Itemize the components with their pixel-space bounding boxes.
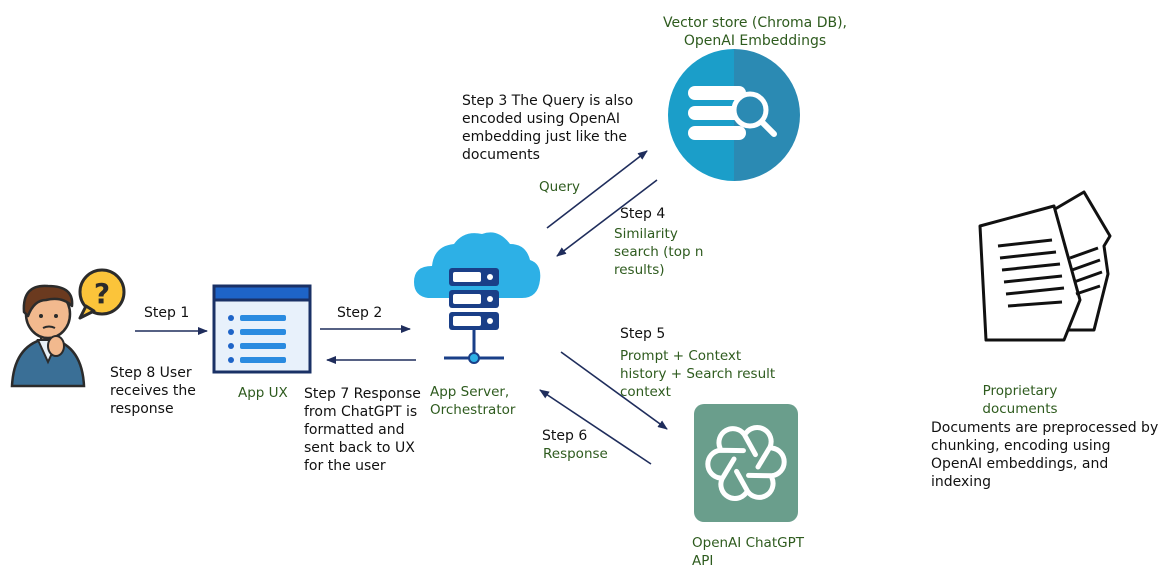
arrow-step4-results [556,179,658,257]
documents-label: Proprietary documents [982,383,1058,417]
step4-text: Step 4 [620,206,666,222]
chatgpt-label: OpenAI ChatGPT API [692,535,804,569]
openai-logo-icon [694,404,798,522]
step6-text: Step 6 [542,428,588,444]
step7-text: Step 7 Response from ChatGPT is formatte… [304,386,421,474]
step5-prompt-label: Prompt + Context history + Search result… [620,348,776,400]
step2-text: Step 2 [337,305,383,321]
arrow-step5-prompt [560,351,668,430]
step4-similarity-label: Similarity search (top n results) [614,226,704,278]
app-server-label: App Server, Orchestrator [430,384,516,418]
step6-response-label: Response [543,446,608,462]
step5-text: Step 5 [620,326,666,342]
vector-store-label: Vector store (Chroma DB), OpenAI Embeddi… [662,15,847,49]
step3-text: Step 3 The Query is also encoded using O… [462,93,634,163]
step1-text: Step 1 [144,305,190,321]
documents-description: Documents are preprocessed by chunking, … [931,420,1159,490]
arrow-step3-query [546,150,648,229]
app-ux-label: App UX [238,385,288,401]
step8-text: Step 8 User receives the response [110,365,196,417]
person-question-icon: ? [10,268,126,388]
cloud-server-icon [414,232,541,364]
browser-window-icon [212,284,312,374]
svg-text:?: ? [94,277,110,310]
step3-query-label: Query [539,179,581,195]
documents-icon [978,190,1112,342]
arrow-step6-response [539,389,652,465]
database-search-icon [668,49,800,181]
